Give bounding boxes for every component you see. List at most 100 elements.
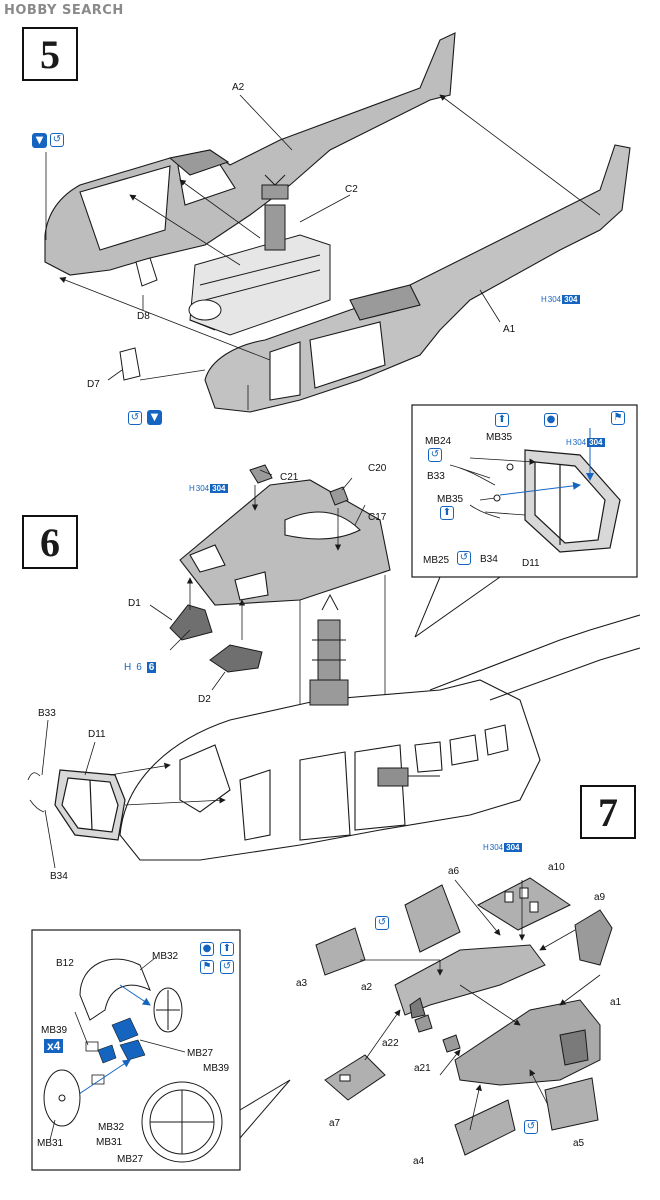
- label-c20: C20: [368, 463, 387, 474]
- inset-panel-mb31: [43, 1069, 81, 1127]
- inset-panel-mb27: [141, 1081, 223, 1163]
- cement-icon: ▼: [32, 133, 47, 148]
- label-a22: a22: [382, 1038, 399, 1049]
- label-a10: a10: [548, 862, 565, 873]
- rotate-arrows-icon: ↺: [128, 411, 142, 425]
- step7-part-a9: [574, 909, 613, 966]
- leader-a2: [239, 94, 293, 151]
- label-a4: a4: [413, 1156, 425, 1167]
- label-d2: D2: [198, 694, 211, 705]
- label-a2: A2: [232, 82, 245, 93]
- step6-windscreen-d11: [54, 769, 126, 841]
- label-mb32-bottom: MB32: [98, 1122, 125, 1133]
- label-d11: D11: [88, 729, 106, 740]
- step6-roof-c17: [179, 479, 391, 606]
- step7-part-a7: [324, 1054, 386, 1101]
- label-a9: a9: [594, 892, 606, 903]
- label-a1-s7: a1: [610, 997, 622, 1008]
- leader-c2: [299, 194, 351, 223]
- glue-drop-icon: ●: [544, 413, 558, 427]
- label-mb39-right: MB39: [203, 1063, 230, 1074]
- label-mb39-left: MB39: [41, 1025, 68, 1036]
- step7-part-a10: [476, 877, 572, 931]
- step6-window-d2: [209, 644, 263, 673]
- inset-gauge-mb32: [153, 987, 183, 1033]
- step7-part-a6: [404, 884, 461, 953]
- arrow-up-icon: ⬆: [440, 506, 454, 520]
- label-mb31-bottom: MB31: [96, 1137, 123, 1148]
- step7-part-a21: [442, 1034, 461, 1053]
- step5-window-d8: [135, 257, 158, 287]
- leader-c17: [354, 504, 366, 526]
- flag-icon: ⚑: [611, 411, 625, 425]
- step6-window-d1: [169, 604, 213, 641]
- label-c2: C2: [345, 184, 358, 195]
- step6-door-gun: [377, 767, 440, 787]
- label-a3: a3: [296, 978, 308, 989]
- label-b33: B33: [38, 708, 56, 719]
- label-mb27-bottom: MB27: [117, 1154, 144, 1165]
- label-d11-inset: D11: [522, 558, 540, 569]
- flag-icon: ⚑: [200, 960, 214, 974]
- rotate-arrows-icon: ↺: [524, 1120, 538, 1134]
- step-7-number: 7: [580, 785, 636, 839]
- label-b34: B34: [50, 871, 68, 882]
- rotate-arrows-icon: ↺: [428, 448, 442, 462]
- step7-part-a5: [544, 1077, 599, 1131]
- step7-part-a22: [414, 1014, 433, 1033]
- step-5-number: 5: [22, 27, 78, 81]
- inset-instrument-hood-b12: [79, 958, 151, 1021]
- rotate-arrows-icon: ↺: [375, 916, 389, 930]
- inset-blue-parts-mb27: [97, 1017, 146, 1064]
- step5-interior-c2: [188, 174, 331, 336]
- label-a1: A1: [503, 324, 516, 335]
- step7-part-a1: [454, 999, 601, 1086]
- label-c17: C17: [368, 512, 387, 523]
- leader-a1: [479, 289, 501, 323]
- glue-drop-icon: ●: [200, 942, 214, 956]
- cement-icon: ▼: [147, 410, 162, 425]
- label-b33-inset: B33: [427, 471, 445, 482]
- arrow-up-icon: ⬆: [220, 942, 234, 956]
- step6-rotor-mast: [309, 593, 349, 706]
- label-a21: a21: [414, 1063, 431, 1074]
- rotate-arrows-icon: ↺: [220, 960, 234, 974]
- step7-part-a3: [315, 927, 366, 976]
- arrow-up-icon: ⬆: [495, 413, 509, 427]
- step5-fuselage-right-half-a1: [204, 144, 631, 413]
- label-b12: B12: [56, 958, 74, 969]
- label-c21: C21: [280, 472, 299, 483]
- step6-part-c20: [329, 486, 349, 506]
- label-mb25: MB25: [423, 555, 450, 566]
- label-mb32-top: MB32: [152, 951, 179, 962]
- rotate-arrows-icon: ↺: [457, 551, 471, 565]
- label-mb27-mid: MB27: [187, 1048, 214, 1059]
- label-mb31-left: MB31: [37, 1138, 64, 1149]
- step7-part-a4: [454, 1099, 516, 1156]
- inset-windscreen-d11: [524, 449, 621, 553]
- rotate-arrows-icon: ↺: [50, 133, 64, 147]
- label-b34-inset: B34: [480, 554, 498, 565]
- step6-helicopter-body: [119, 614, 641, 861]
- label-mb35-mid: MB35: [437, 494, 464, 505]
- quantity-multiplier: x4: [44, 1039, 64, 1053]
- step5-fuselage-left-half-a2: [44, 32, 456, 276]
- label-d1: D1: [128, 598, 141, 609]
- leader-d7: [107, 369, 123, 381]
- label-a5: a5: [573, 1138, 585, 1149]
- label-d7: D7: [87, 379, 100, 390]
- step6-part-c21: [249, 464, 273, 484]
- label-a7: a7: [329, 1118, 341, 1129]
- label-a2-s7: a2: [361, 982, 373, 993]
- label-mb24: MB24: [425, 436, 452, 447]
- step-6-number: 6: [22, 515, 78, 569]
- step5-window-d7: [119, 347, 141, 381]
- hobby-search-watermark: HOBBY SEARCH: [4, 3, 124, 18]
- label-d8: D8: [137, 311, 150, 322]
